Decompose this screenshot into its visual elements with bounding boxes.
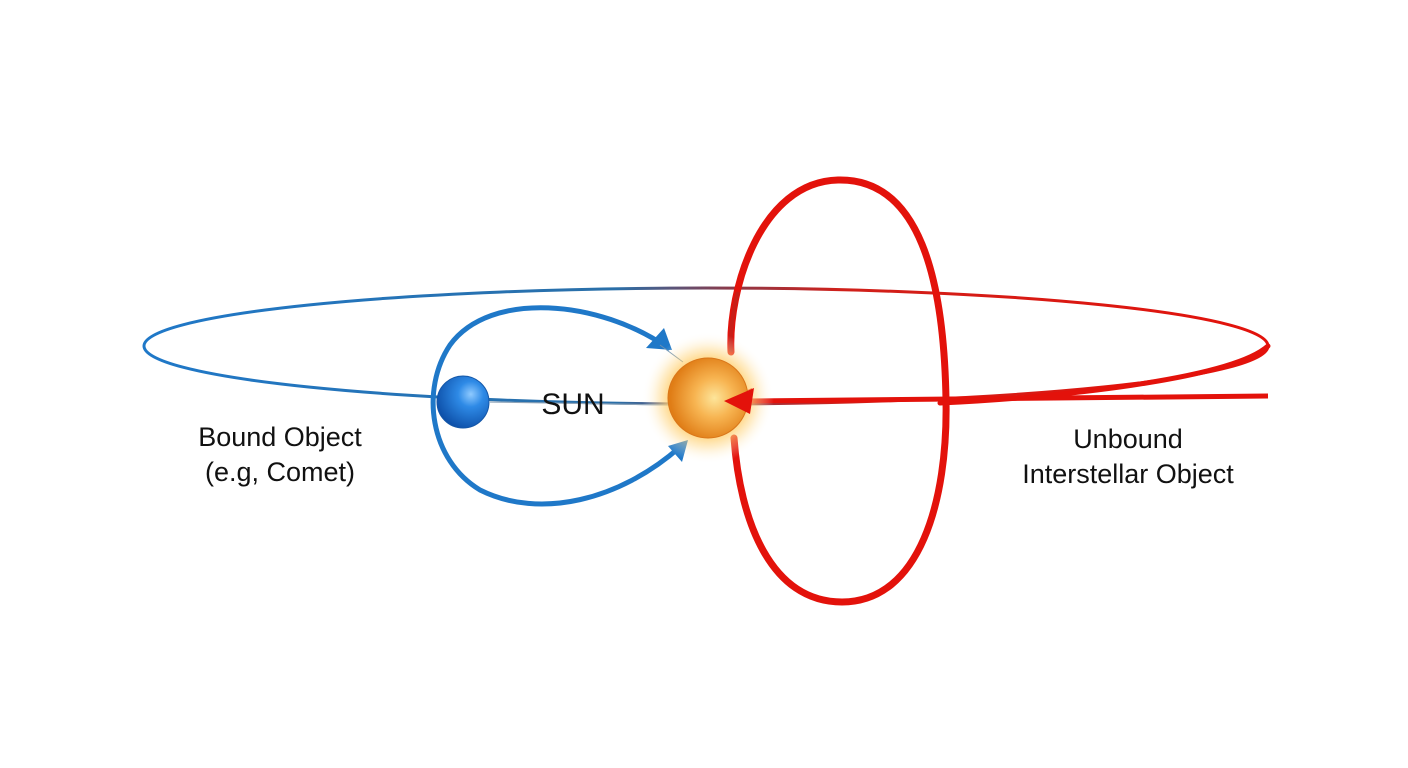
bound-object-label: Bound Object (e.g, Comet) xyxy=(160,420,400,490)
bound-object-icon xyxy=(436,375,490,429)
unbound-label-line2: Interstellar Object xyxy=(1022,459,1234,489)
arrow-top-icon xyxy=(646,328,672,350)
sun-icon xyxy=(642,332,774,464)
sun-line xyxy=(489,401,669,406)
sun-label: SUN xyxy=(528,388,618,422)
unbound-label-line1: Unbound xyxy=(1073,424,1183,454)
sun-label-text: SUN xyxy=(541,388,605,421)
unbound-trajectory xyxy=(722,176,1269,606)
bound-label-line1: Bound Object xyxy=(198,422,362,452)
unbound-object-label: Unbound Interstellar Object xyxy=(990,422,1266,492)
bound-label-line2: (e.g, Comet) xyxy=(204,457,356,487)
